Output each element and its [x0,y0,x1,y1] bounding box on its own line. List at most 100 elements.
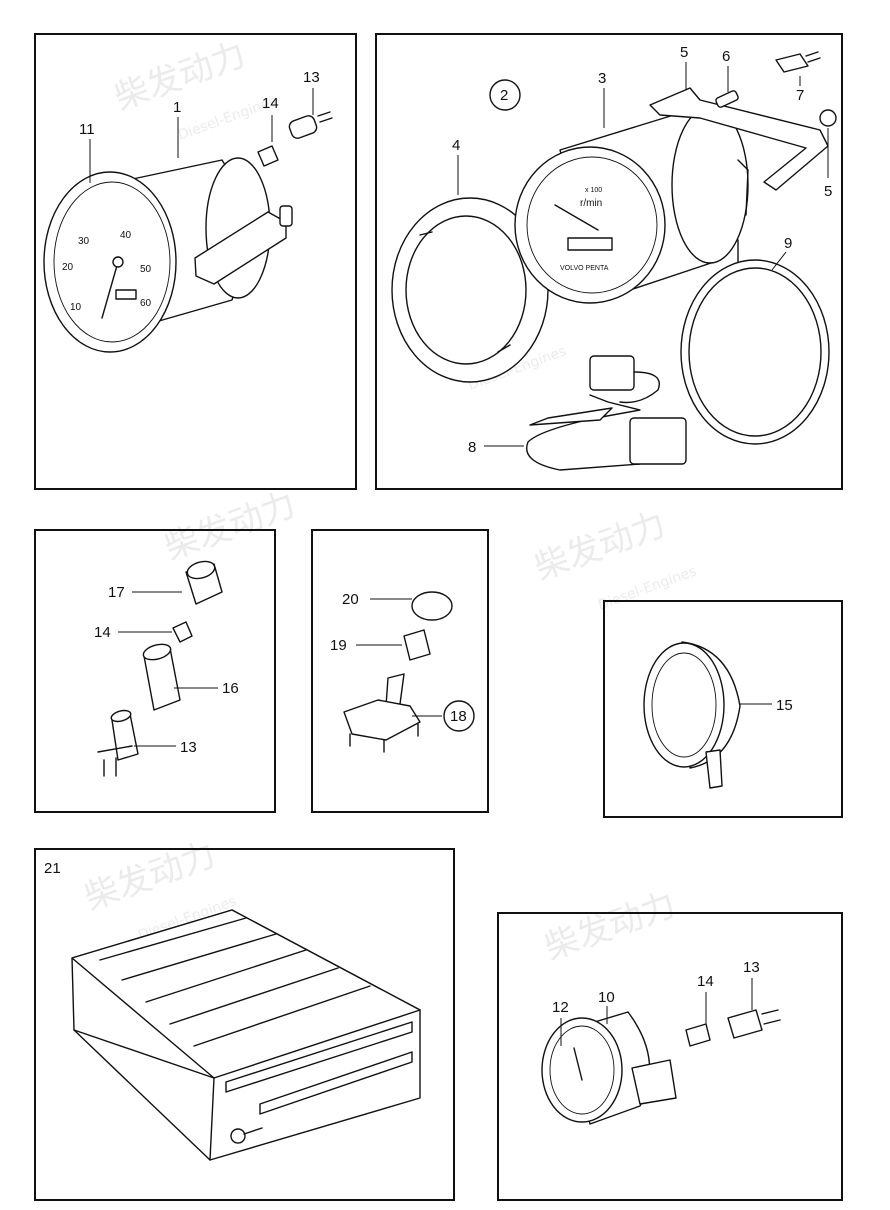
mounting-bracket [194,211,287,285]
label-14-gauge: 14 [697,973,714,990]
lamp-holder-pins [97,745,133,777]
instrument-hour-counter [567,237,613,251]
gasket-inner [688,267,822,437]
gauge-10-bezel [541,1017,623,1123]
hour-counter [115,289,137,300]
gauge-10-bracket [631,1059,677,1105]
needle-hub [112,256,124,268]
dial-number-40: 40 [120,230,132,241]
watermark-text-4: 柴发动力 [529,504,670,588]
label-5a: 5 [680,44,688,61]
panel-tachometer-frame [34,33,357,490]
gauge-10-holder-pins [761,1009,781,1025]
box-slot-lower [259,1051,413,1115]
box-ribs [99,917,371,1047]
label-8: 8 [468,439,476,456]
switch-terminals [349,723,419,753]
label-10: 10 [598,989,615,1006]
tachometer-assembly: 10 20 30 40 50 60 [43,111,333,353]
dial-unit: r/min [580,198,602,209]
label-12: 12 [552,999,569,1016]
connector-upper [589,355,635,391]
gauge-10-holder [727,1009,763,1039]
bracket-nut [819,109,837,127]
bracket-stud-6 [715,90,739,108]
leader-9 [771,251,787,271]
panel-gauge-frame [497,912,843,1201]
bracket-stud [279,205,293,227]
lampholder-pins [317,111,333,123]
box-front-edge [73,1029,215,1161]
instrument-housing-back [671,106,749,264]
label-17: 17 [108,584,125,601]
lamp-bulb-14 [172,621,193,643]
instrument-needle [554,204,599,231]
buzzer-face-inner [651,652,717,758]
lamp-socket-top [142,643,172,661]
box-latch-pin [243,1127,263,1135]
lampholder-13 [288,115,318,139]
box-slot-upper [225,1021,413,1093]
cable-wire [526,394,641,471]
label-18: 18 [450,708,467,725]
label-11: 11 [79,121,95,138]
label-9: 9 [784,235,792,252]
cable-loop-upper [619,371,660,404]
panel-buzzer-frame [603,600,843,818]
label-1: 1 [173,99,181,116]
bezel-clips [419,231,511,353]
nut-7-pins [805,51,821,63]
kit-number-circle [489,79,521,111]
label-6: 6 [722,48,730,65]
dial-multiplier: x 100 [585,187,602,194]
panel-tachometer-kit-frame [375,33,843,490]
watermark-text-6: 柴发动力 [539,884,680,968]
lamp-cap-top [186,560,216,580]
label-21: 21 [44,860,61,877]
bezel-ring-inner [405,215,527,365]
label-14: 14 [262,95,279,112]
gauge-10-assembly [541,1009,781,1125]
gauge-bezel [43,171,177,353]
nut-7 [775,53,809,73]
connector-lower [629,417,687,465]
panel-box-frame [34,848,455,1201]
switch-base-18 [343,699,421,741]
label-14-lamp: 14 [94,624,111,641]
gauge-10-bulb [685,1023,711,1047]
label-4: 4 [452,137,460,154]
dial-number-10: 10 [70,302,82,313]
gauge-dial [53,181,171,343]
switch-assembly [343,591,453,753]
dial-brand: VOLVO PENTA [560,265,609,272]
label-16: 16 [222,680,239,697]
label-20: 20 [342,591,359,608]
kit-number: 2 [500,87,508,104]
label-7: 7 [796,87,804,104]
buzzer-assembly [643,641,741,789]
label-13-gauge: 13 [743,959,760,976]
label-15: 15 [776,697,793,714]
label-3: 3 [598,70,606,87]
gauge-needle [101,261,119,319]
dial-number-50: 50 [140,264,152,275]
panel-lamp-frame [34,529,276,813]
label-19: 19 [330,637,347,654]
instrument-dial [526,156,658,294]
buzzer-tab [705,749,723,789]
panel-switch-frame [311,529,489,813]
gauge-10-needle [573,1047,583,1081]
label-13: 13 [303,69,320,86]
box-latch [230,1128,246,1144]
dial-number-30: 30 [78,236,90,247]
cable-sleeve [529,407,613,426]
switch-number-circle [443,700,475,732]
switch-nut-19 [403,629,431,661]
instrument-bracket [649,87,829,191]
watermark-text-3: 柴发动力 [159,484,300,568]
dial-number-60: 60 [140,298,152,309]
lamp-assembly [97,560,223,777]
bulb-14 [257,145,279,167]
box-top [71,909,421,1079]
